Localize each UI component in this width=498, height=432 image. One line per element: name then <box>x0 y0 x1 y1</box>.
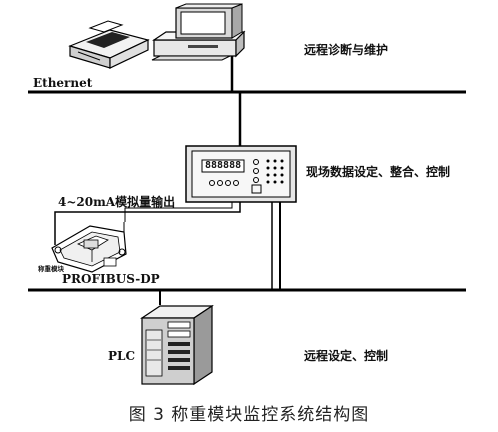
figure-caption: 图 3 称重模块监控系统结构图 <box>128 405 370 425</box>
weighing-controller <box>185 145 297 203</box>
field-data-label: 现场数据设定、整合、控制 <box>306 165 451 179</box>
weighing-module-label: 称重模块 <box>38 265 64 273</box>
analog-output-label: 4~20mA模拟量输出 <box>58 195 176 209</box>
weighing-module-icon <box>51 222 127 273</box>
remote-diagnosis-label: 远程诊断与维护 <box>304 43 389 57</box>
plc-label: PLC <box>108 349 136 363</box>
printer-icon <box>68 20 150 69</box>
profibus-label: PROFIBUS-DP <box>62 272 160 286</box>
analog-output-wire <box>54 200 241 245</box>
plc-icon <box>140 304 214 386</box>
analog-output-wire-2 <box>124 200 233 222</box>
computer-icon <box>151 3 246 61</box>
ethernet-label: Ethernet <box>33 76 93 90</box>
controller-display-value: 888888 <box>205 160 242 171</box>
controller-display <box>201 159 245 173</box>
remote-setting-label: 远程设定、控制 <box>304 349 389 363</box>
